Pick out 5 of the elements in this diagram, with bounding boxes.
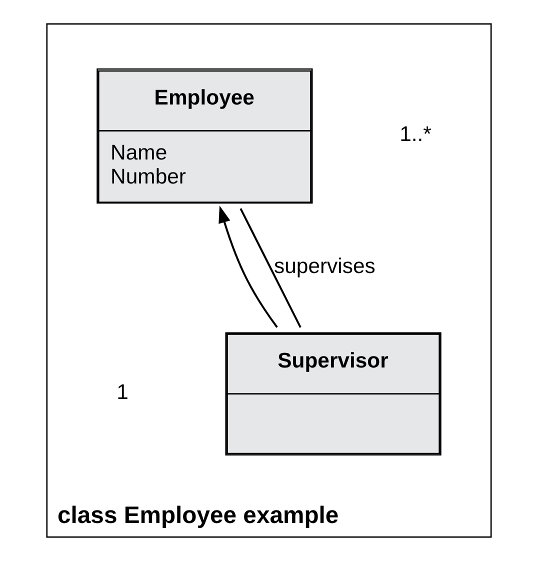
label: 1..* [399, 123, 431, 146]
arrow [218, 206, 278, 328]
connector [239, 208, 301, 328]
label: 1 [116, 380, 128, 404]
edge-label: supervises [274, 254, 375, 278]
